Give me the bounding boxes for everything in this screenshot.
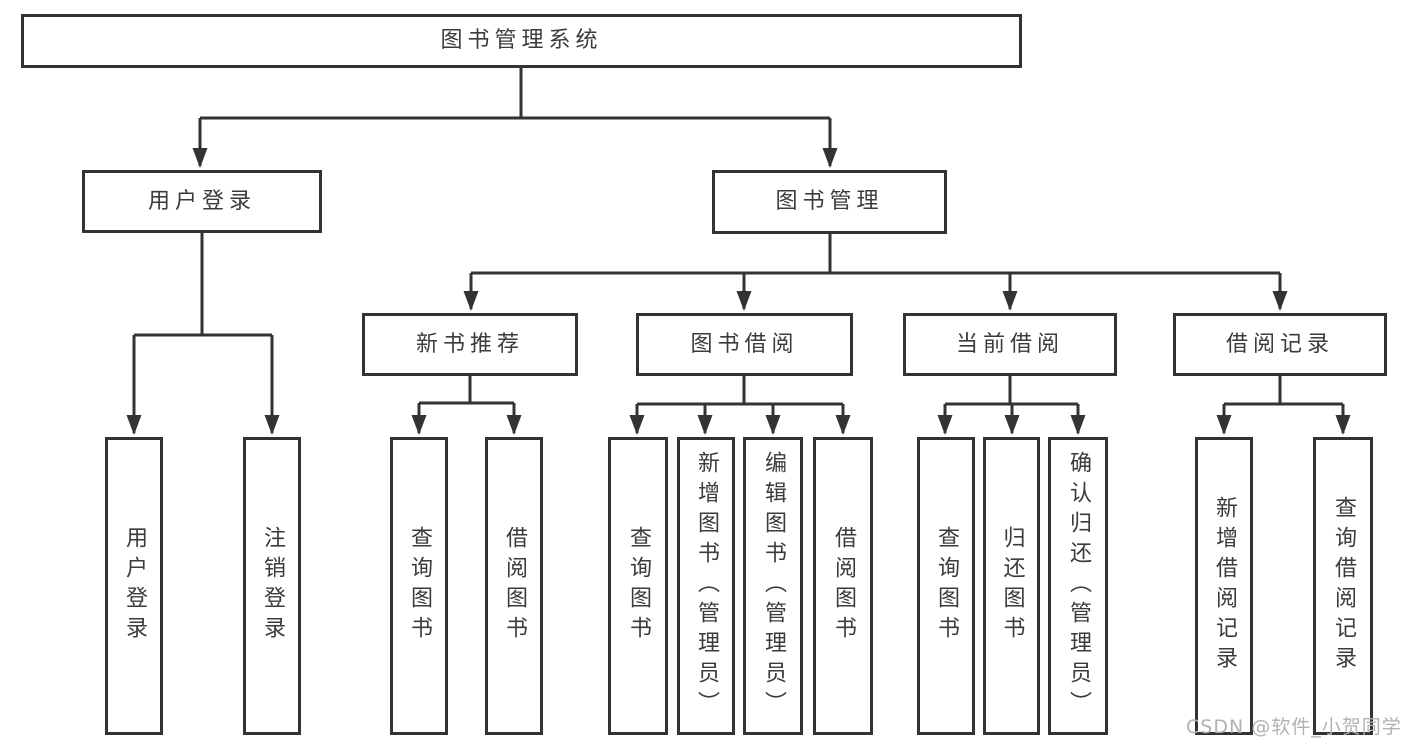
node-add-borrow-record: 新增借阅记录 [1195,437,1253,735]
node-root-library-system: 图书管理系统 [21,14,1022,68]
node-current-borrow: 当前借阅 [903,313,1117,376]
node-return-books: 归还图书 [983,437,1040,735]
node-user-login-group: 用户登录 [82,170,322,233]
node-logout-leaf: 注销登录 [243,437,301,735]
node-borrow-books-recommend: 借阅图书 [485,437,543,735]
node-user-login-leaf: 用户登录 [105,437,163,735]
node-query-books-borrow: 查询图书 [608,437,668,735]
csdn-watermark: CSDN @软件_小贺同学 [1186,716,1402,738]
node-borrow-books-leaf: 借阅图书 [813,437,873,735]
node-query-books-current: 查询图书 [917,437,975,735]
node-confirm-return-admin: 确认归还（管理员） [1048,437,1108,735]
node-borrow-records: 借阅记录 [1173,313,1387,376]
node-edit-books-admin: 编辑图书（管理员） [743,437,803,735]
node-add-books-admin: 新增图书（管理员） [677,437,735,735]
node-query-books-recommend: 查询图书 [390,437,448,735]
node-book-management: 图书管理 [712,170,947,234]
node-new-book-recommend: 新书推荐 [362,313,578,376]
node-book-borrow: 图书借阅 [636,313,853,376]
node-query-borrow-record: 查询借阅记录 [1313,437,1373,735]
